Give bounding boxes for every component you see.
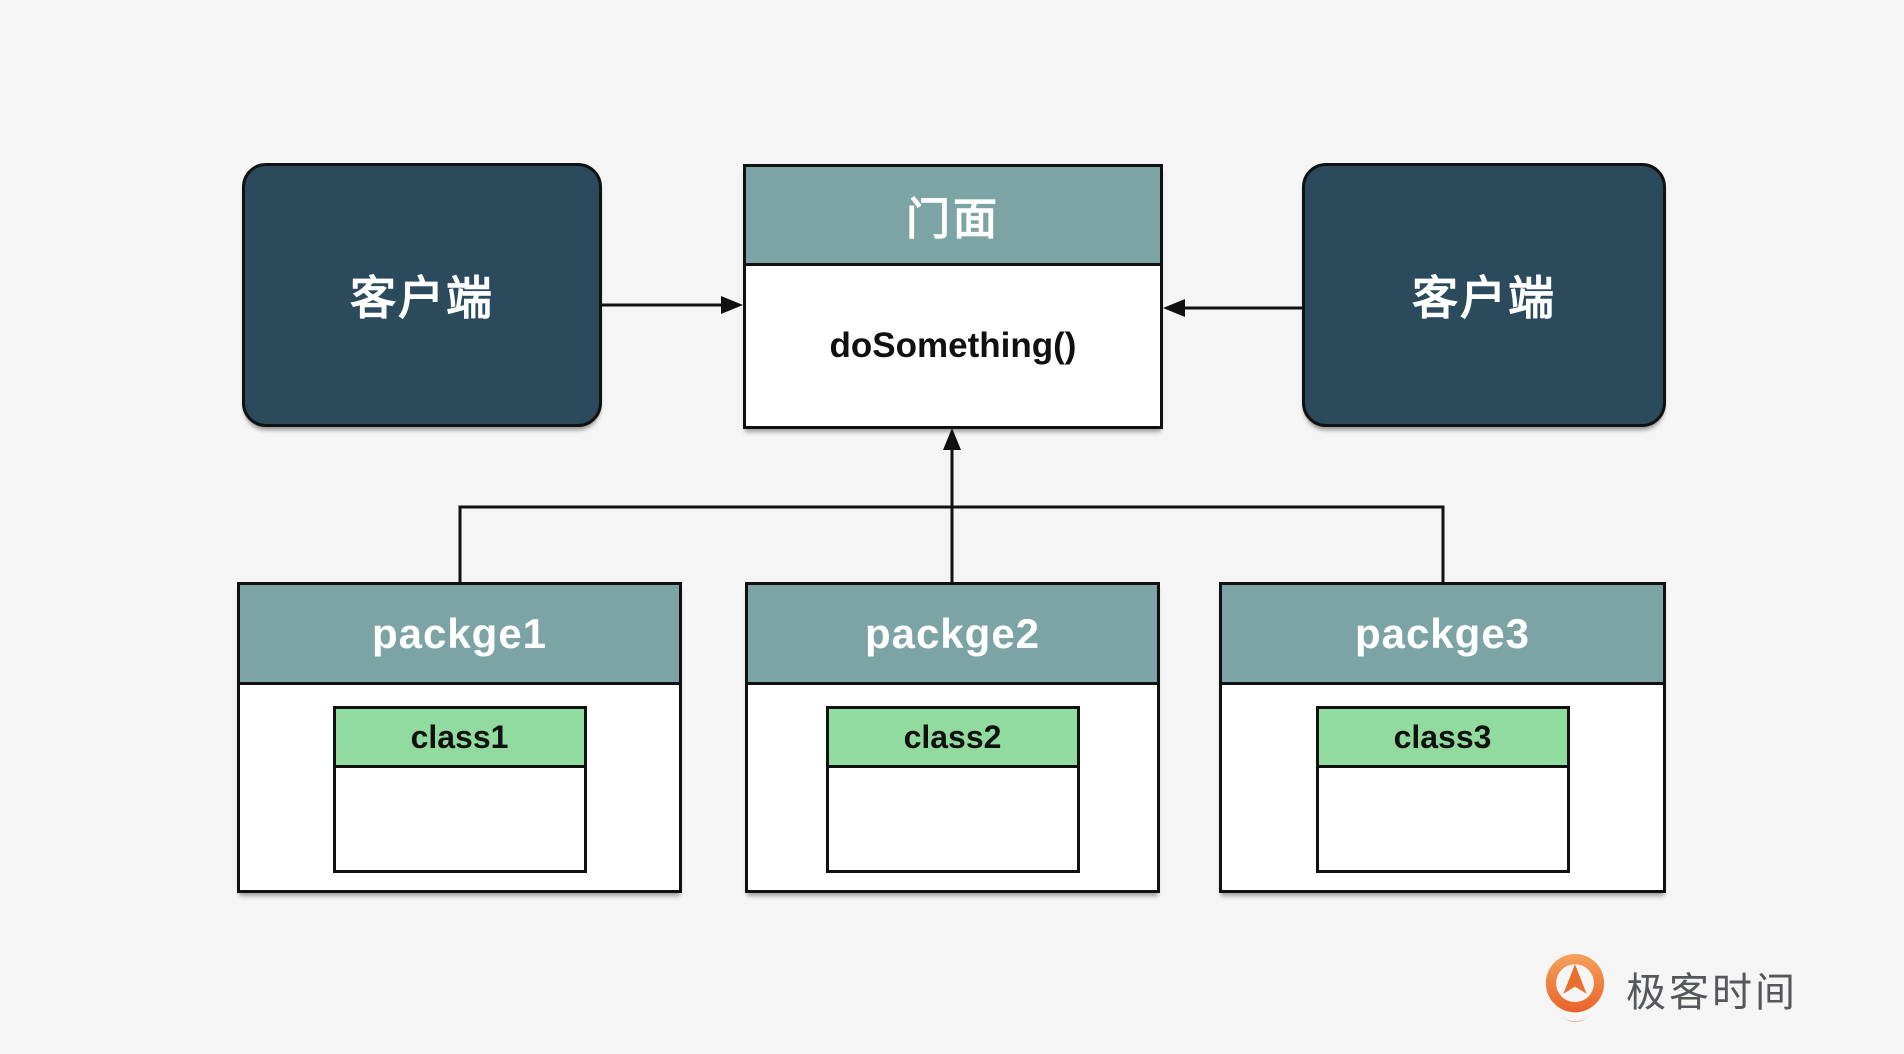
class-2-name: class2	[828, 709, 1077, 768]
arrow-right-client-to-facade	[1163, 299, 1302, 317]
class-box-2: class2	[825, 706, 1080, 873]
class-1-body	[335, 768, 584, 870]
geektime-logo-text: 极客时间	[1626, 971, 1798, 1015]
client-left-label: 客户端	[350, 272, 494, 324]
client-box-right: 客户端	[1302, 163, 1666, 427]
facade-class-box: 门面 doSomething()	[743, 164, 1163, 429]
class-box-1: class1	[332, 706, 587, 873]
client-right-label: 客户端	[1412, 272, 1556, 324]
package-connector-bus	[458, 505, 1445, 582]
class-3-body	[1318, 768, 1567, 870]
package-2-title: packge2	[748, 585, 1157, 685]
geektime-logo: 极客时间	[1540, 950, 1798, 1028]
package-1-title: packge1	[240, 585, 679, 685]
class-3-name: class3	[1318, 709, 1567, 768]
facade-method: doSomething()	[829, 326, 1077, 365]
geektime-logo-icon	[1545, 954, 1605, 1023]
package-box-1: packge1 class1	[237, 582, 682, 893]
facade-title: 门面	[746, 167, 1160, 266]
class-box-3: class3	[1315, 706, 1570, 873]
client-box-left: 客户端	[242, 163, 602, 427]
arrow-left-client-to-facade	[602, 296, 743, 314]
arrow-packages-to-facade	[943, 428, 961, 507]
class-1-name: class1	[335, 709, 584, 768]
class-2-body	[828, 768, 1077, 870]
package-box-3: packge3 class3	[1219, 582, 1666, 893]
package-3-title: packge3	[1222, 585, 1663, 685]
package-box-2: packge2 class2	[745, 582, 1160, 893]
